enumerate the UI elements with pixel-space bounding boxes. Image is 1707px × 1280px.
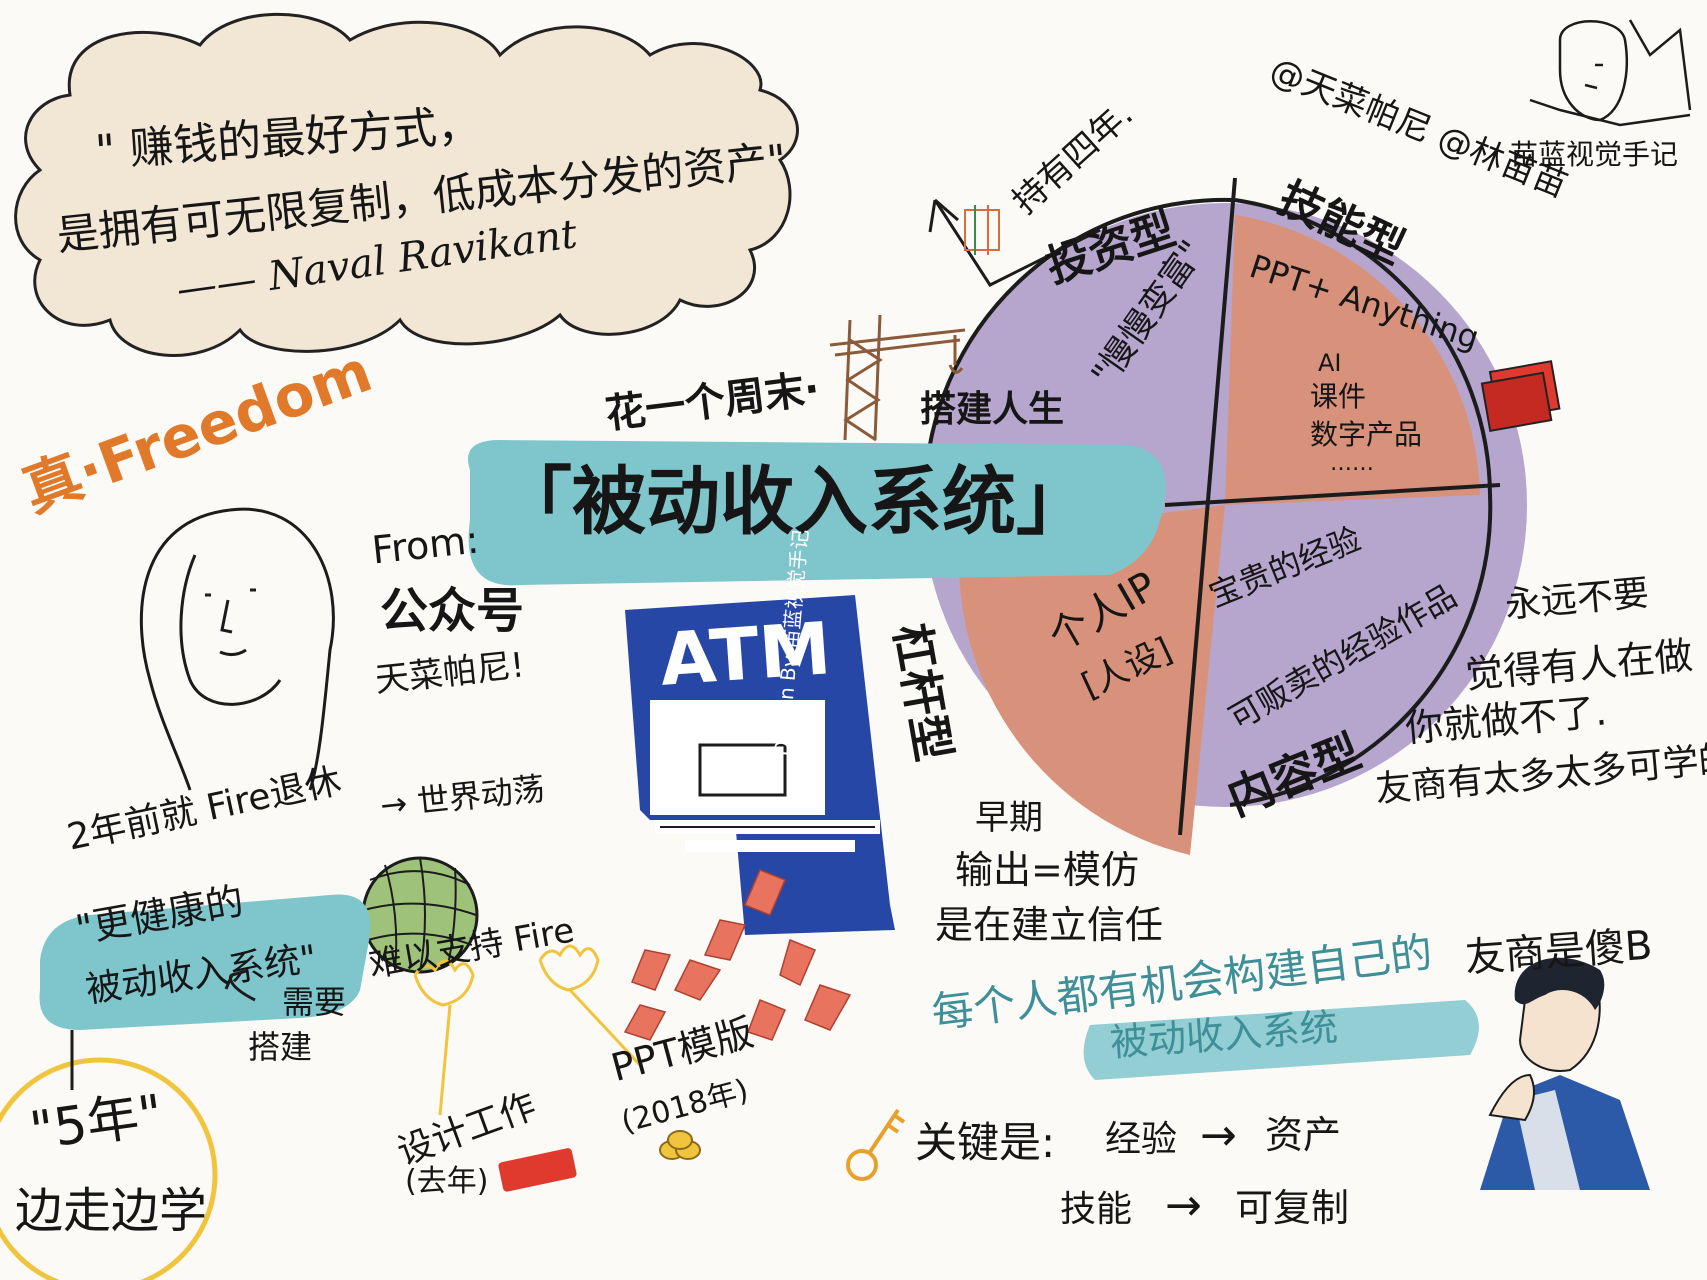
coins-icon: [659, 1130, 701, 1160]
learn-label: 边走边学: [15, 1183, 208, 1239]
everyone-banner: [1083, 1000, 1479, 1080]
title-build: 搭建人生: [920, 389, 1065, 430]
pie-skill-item: 课件: [1310, 380, 1367, 413]
key-arrow: →: [1200, 1110, 1237, 1161]
atm-label: ATM: [657, 606, 834, 702]
pie-leverage-slice: [959, 505, 1225, 855]
hands-icon: [413, 944, 642, 1116]
pie-skill-item: ……: [1330, 451, 1374, 476]
key-experience: 经验: [1105, 1119, 1178, 1160]
design-year-label: (去年): [405, 1164, 489, 1199]
source-channel: 公众号: [380, 583, 525, 639]
key-skill: 技能: [1060, 1189, 1133, 1230]
quote-cloud: [14, 12, 799, 357]
title-banner: [468, 440, 1166, 586]
crane-icon: [829, 314, 966, 442]
money-icon: [623, 869, 852, 1041]
key-label: 关键是:: [915, 1118, 1056, 1167]
title-main: 「被动收入系统」: [498, 459, 1090, 545]
woman-portrait: [139, 507, 335, 791]
early-line-1: 早期: [975, 798, 1043, 838]
five-years-circle: [0, 1057, 218, 1280]
ticket-icon: [498, 1148, 577, 1192]
book-icon: [1480, 360, 1561, 433]
key-replicable: 可复制: [1235, 1186, 1350, 1230]
pie-skill-slice: [1225, 215, 1480, 505]
man-portrait: [1480, 957, 1650, 1190]
atm-machine: [625, 595, 895, 935]
early-line-2: 输出=模仿: [955, 848, 1139, 892]
need-label: 需要: [282, 983, 347, 1021]
pie-chart: [923, 177, 1561, 855]
key-asset: 资产: [1265, 1113, 1342, 1157]
signature-figure: [1529, 19, 1692, 127]
key-icon: [846, 1108, 906, 1181]
pie-skill-item: AI: [1318, 349, 1342, 377]
early-line-3: 是在建立信任: [935, 903, 1164, 947]
healthy-banner: [39, 894, 371, 1030]
globe-icon: [361, 856, 479, 974]
pie-skill-item: 数字产品: [1310, 418, 1423, 451]
build-label: 搭建: [248, 1028, 313, 1066]
key-arrow: →: [1165, 1180, 1202, 1231]
signature-label: 苗蓝视觉手记: [1510, 138, 1679, 171]
